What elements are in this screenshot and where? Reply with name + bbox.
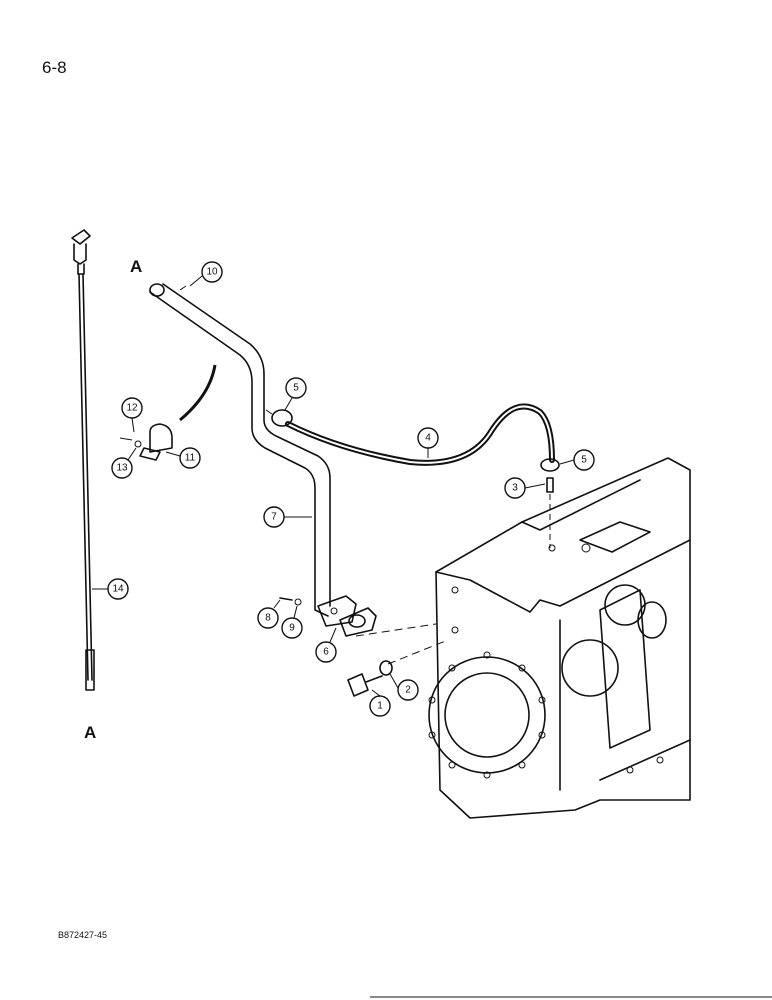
section-letter-top: A [130, 257, 142, 276]
callout-5-b: 5 [573, 449, 595, 471]
callout-6: 6 [315, 641, 337, 663]
callout-10: 10 [201, 261, 223, 283]
callout-14: 14 [107, 578, 129, 600]
svg-text:3: 3 [512, 483, 518, 494]
callout-8: 8 [257, 607, 279, 629]
tube-flange [317, 595, 377, 637]
svg-text:7: 7 [271, 512, 277, 523]
dipstick-tube [149, 283, 331, 617]
callout-7: 7 [263, 506, 285, 528]
reference-code: B872427-45 [58, 930, 108, 940]
svg-text:10: 10 [206, 267, 218, 278]
bolt-and-washer [347, 623, 449, 697]
callout-12: 12 [121, 397, 143, 419]
callout-4: 4 [417, 427, 439, 449]
callout-5-a: 5 [285, 377, 307, 399]
svg-text:11: 11 [185, 453, 196, 464]
callout-1: 1 [369, 695, 391, 717]
breather-hose [285, 403, 555, 466]
callout-11: 11 [179, 447, 201, 469]
svg-text:5: 5 [293, 383, 299, 394]
dipstick [71, 229, 95, 691]
callout-9: 9 [281, 617, 303, 639]
svg-text:2: 2 [405, 685, 411, 696]
svg-text:6: 6 [323, 647, 329, 658]
hose-clamps [265, 409, 560, 472]
callout-13: 13 [111, 457, 133, 479]
svg-text:12: 12 [126, 403, 138, 414]
svg-text:5: 5 [581, 455, 587, 466]
elbow-fitting [546, 477, 554, 548]
callout-2: 2 [397, 679, 419, 701]
svg-text:14: 14 [112, 584, 124, 595]
svg-text:13: 13 [116, 463, 128, 474]
callout-3: 3 [504, 477, 526, 499]
small-bolt-and-washer [279, 597, 302, 606]
svg-text:9: 9 [289, 623, 295, 634]
transmission-housing [428, 457, 691, 819]
section-letter-bottom: A [84, 723, 96, 742]
svg-text:8: 8 [265, 613, 271, 624]
tube-clip [119, 364, 217, 461]
page-number: 6-8 [42, 58, 67, 77]
svg-text:4: 4 [425, 433, 431, 444]
svg-text:1: 1 [377, 701, 383, 712]
